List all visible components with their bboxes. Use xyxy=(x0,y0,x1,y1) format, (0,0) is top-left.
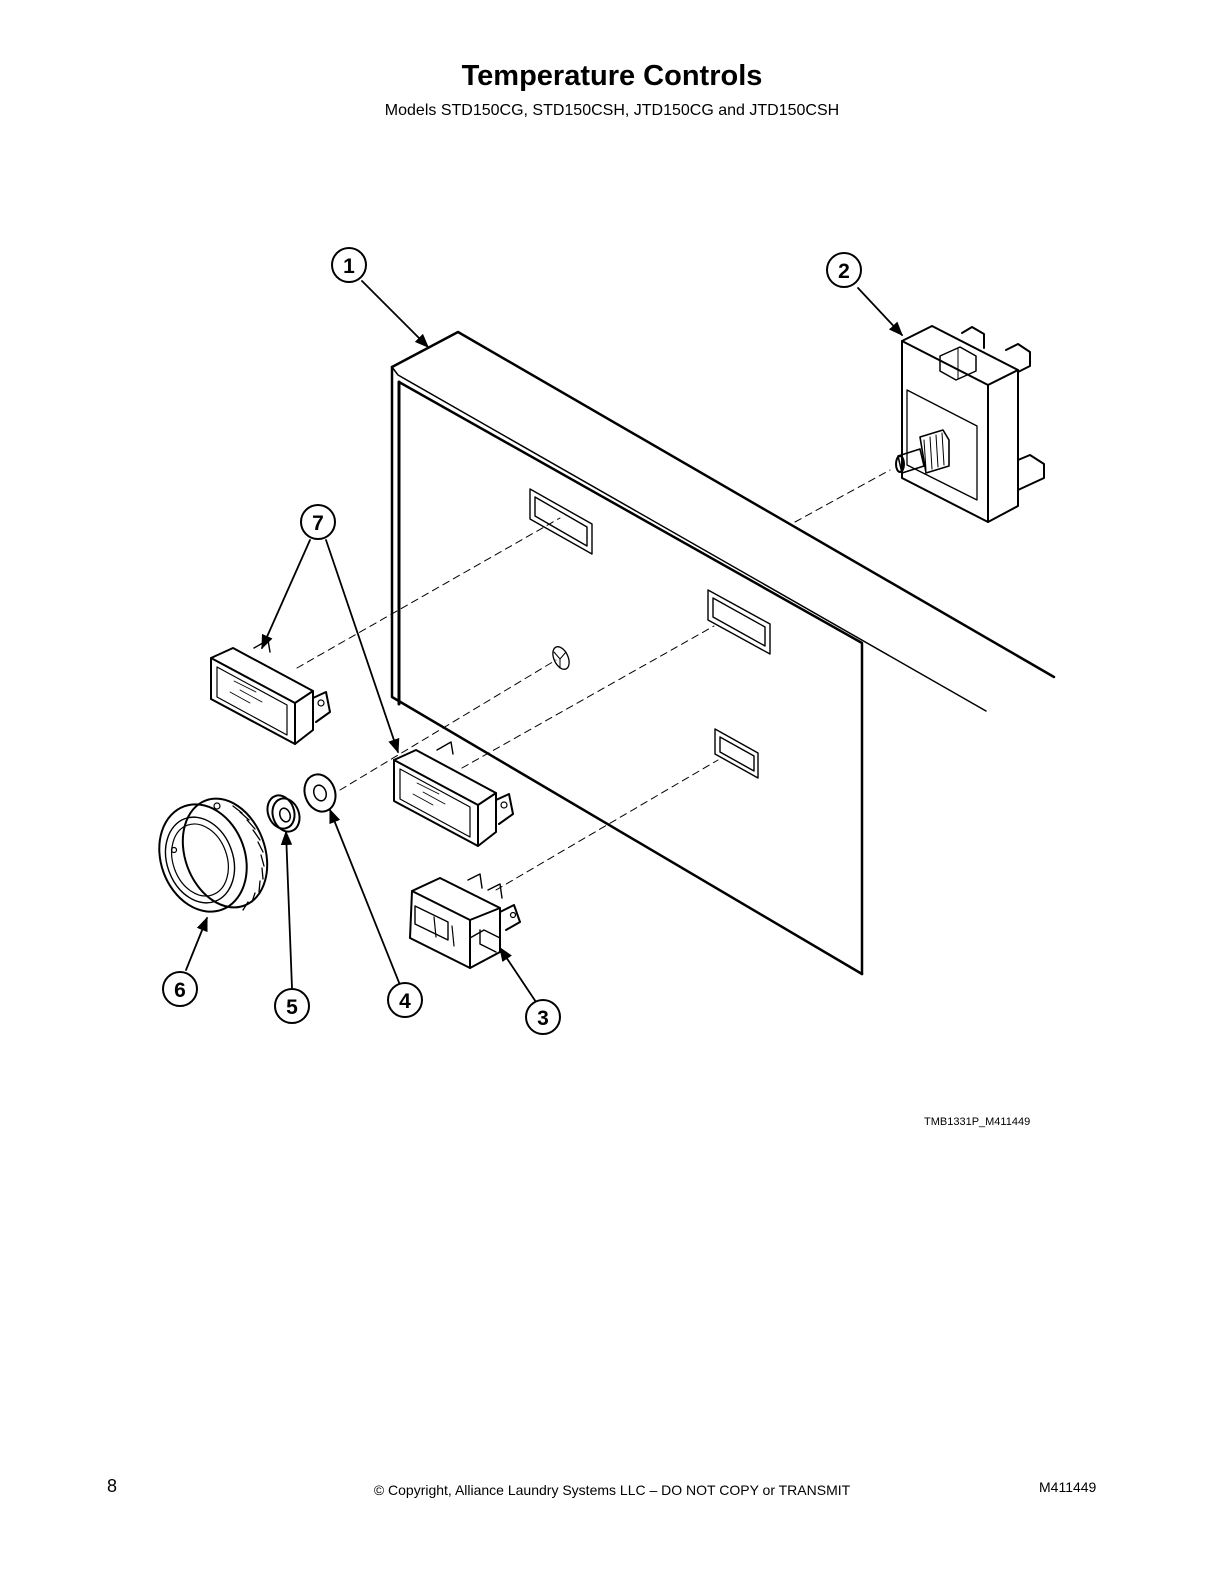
nut xyxy=(266,794,301,833)
temperature-selector-switch xyxy=(895,325,1045,523)
callout-6-label: 6 xyxy=(174,979,186,1002)
callout-5: 5 xyxy=(274,988,310,1024)
callout-7-label: 7 xyxy=(312,512,324,535)
page-number: 8 xyxy=(107,1476,118,1496)
callout-3: 3 xyxy=(525,999,561,1035)
leader-lines xyxy=(185,280,903,1003)
panel-opening-upper xyxy=(529,488,593,555)
callout-7: 7 xyxy=(300,504,336,540)
knob xyxy=(158,797,269,913)
callout-2-label: 2 xyxy=(838,260,850,283)
callout-6: 6 xyxy=(162,971,198,1007)
document-id: M411449 xyxy=(1039,1479,1097,1495)
control-panel xyxy=(390,330,1056,976)
callout-4-label: 4 xyxy=(399,990,411,1013)
panel-opening-middle xyxy=(707,589,771,655)
copyright-notice: © Copyright, Alliance Laundry Systems LL… xyxy=(373,1482,851,1498)
figure-id: TMB1331P_M411449 xyxy=(924,1116,1031,1128)
panel-shaft-hole xyxy=(552,646,570,670)
page-subtitle: Models STD150CG, STD150CSH, JTD150CG and… xyxy=(384,102,840,119)
washer xyxy=(303,773,337,813)
panel-opening-lower xyxy=(714,728,759,779)
callout-1: 1 xyxy=(331,247,367,283)
callout-5-label: 5 xyxy=(286,996,298,1019)
indicator-light-upper xyxy=(210,639,331,745)
callout-3-label: 3 xyxy=(537,1007,549,1030)
assembly-lines xyxy=(296,469,891,891)
indicator-light-lower xyxy=(393,741,514,847)
page-title: Temperature Controls xyxy=(461,60,763,92)
callout-4: 4 xyxy=(387,982,423,1018)
callout-1-label: 1 xyxy=(343,255,355,278)
callout-2: 2 xyxy=(826,252,862,288)
